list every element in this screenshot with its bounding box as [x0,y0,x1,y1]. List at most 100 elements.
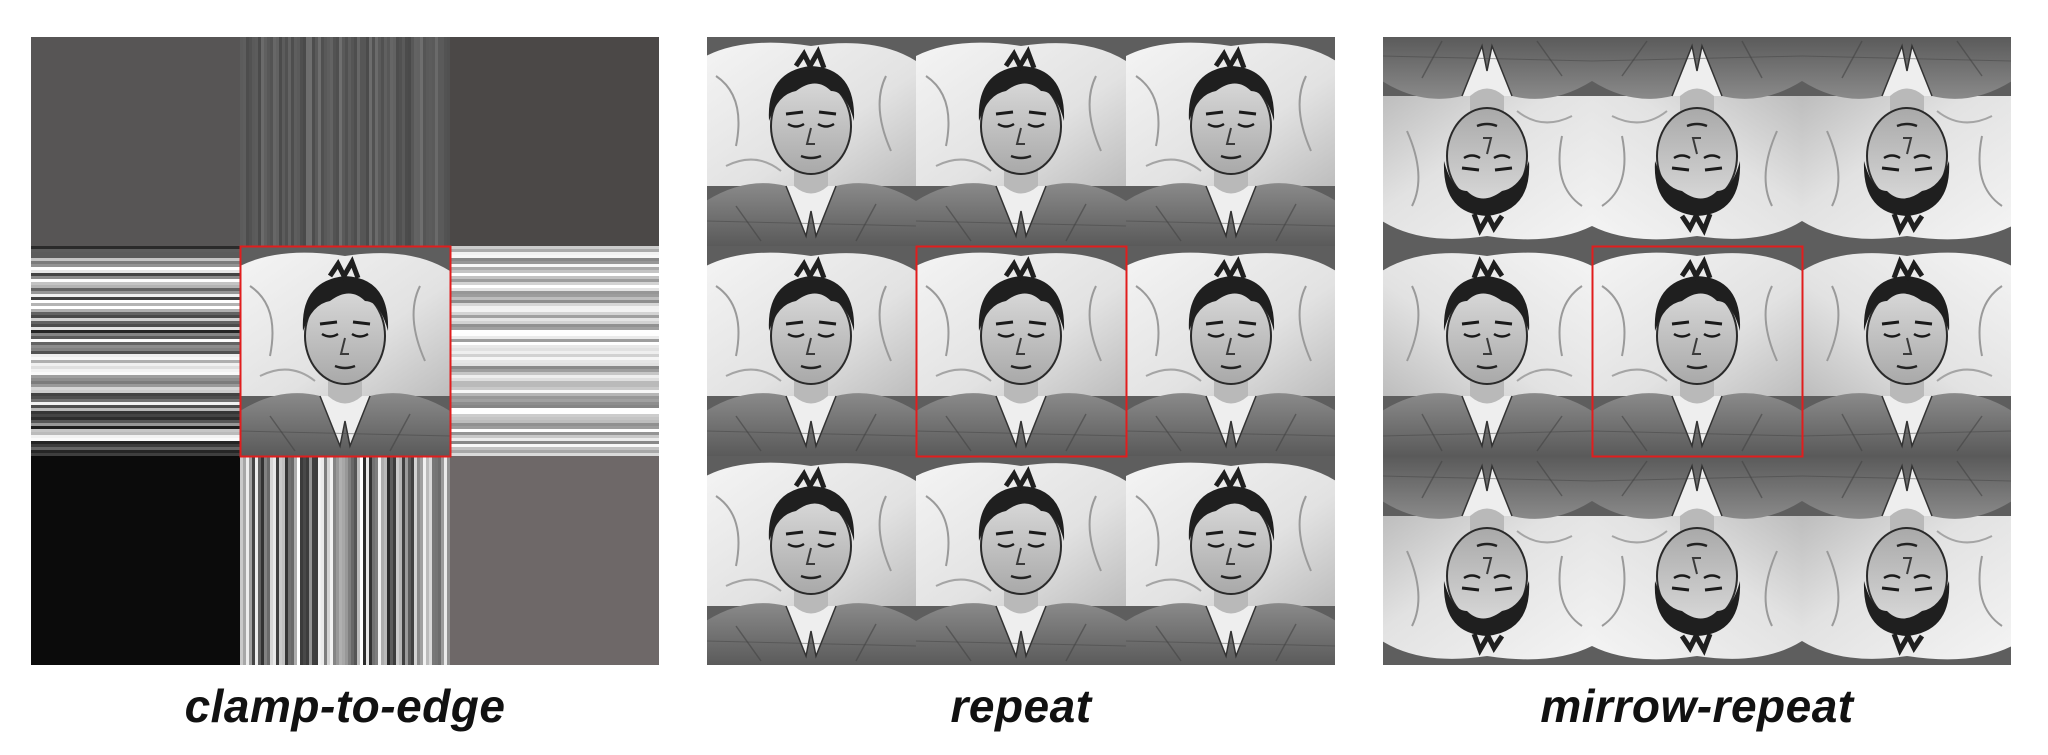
clamp-corner-top-right [450,37,659,246]
mirror-tile [1383,456,1592,665]
edge-streak [243,456,246,665]
edge-streak [450,261,659,264]
edge-streak [31,360,240,363]
edge-streak [450,324,659,327]
repeat-tile [1126,37,1335,246]
edge-streak [31,414,240,417]
edge-streak [450,402,659,405]
edge-streak [390,456,393,665]
caption-mirror-repeat: mirrow-repeat [1540,680,1854,732]
edge-streak [31,351,240,354]
edge-streak [31,393,240,396]
edge-streak [450,330,659,333]
edge-streak [297,37,300,246]
mirror-tile [1802,246,2011,456]
edge-streak [285,37,288,246]
edge-streak [31,288,240,291]
edge-streak [450,420,659,423]
edge-streak [450,246,659,249]
edge-streak [378,37,381,246]
repeat-tile [1126,456,1335,665]
edge-streak [414,456,417,665]
edge-streak [246,456,249,665]
source-image-frame [239,245,452,458]
edge-streak [450,336,659,339]
edge-streak [420,37,423,246]
source-image [240,246,450,456]
edge-streak [429,456,432,665]
edge-streak [450,255,659,258]
edge-streak [450,312,659,315]
edge-streak [450,327,659,330]
edge-streak [438,37,441,246]
edge-streak [31,369,240,372]
edge-streak [450,393,659,396]
edge-streak [333,37,336,246]
edge-streak [393,456,396,665]
edge-streak [315,37,318,246]
edge-streak [31,432,240,435]
edge-streak [324,37,327,246]
edge-streak [450,267,659,270]
edge-streak [345,37,348,246]
edge-streak [31,423,240,426]
source-image-frame [915,245,1128,458]
edge-streak [315,456,318,665]
edge-streak [396,37,399,246]
edge-streak [348,456,351,665]
edge-streak [300,456,303,665]
edge-streak [31,408,240,411]
edge-streak [444,456,447,665]
edge-streak [405,37,408,246]
edge-streak [31,273,240,276]
edge-streak [450,426,659,429]
edge-streak [369,456,372,665]
edge-streak [438,456,441,665]
edge-streak [31,300,240,303]
edge-streak [300,37,303,246]
edge-streak [330,456,333,665]
edge-streak [450,378,659,381]
edge-streak [450,258,659,261]
mirror-tile-grid [1383,37,2011,665]
edge-streak [339,37,342,246]
edge-streak [31,303,240,306]
edge-streak [31,444,240,447]
edge-streak [31,285,240,288]
edge-streak [414,37,417,246]
edge-streak [435,456,438,665]
edge-streak [294,37,297,246]
edge-streak [303,456,306,665]
edge-streak [31,255,240,258]
edge-streak [357,37,360,246]
edge-streak [240,456,243,665]
edge-streak [291,456,294,665]
edge-streak [297,456,300,665]
edge-streak [31,315,240,318]
edge-streak [423,456,426,665]
edge-streak [321,37,324,246]
edge-streak [363,456,366,665]
edge-streak [450,318,659,321]
edge-streak [240,37,243,246]
edge-streak [31,297,240,300]
edge-streak [402,37,405,246]
edge-streak [354,37,357,246]
edge-streak [31,384,240,387]
edge-streak [31,411,240,414]
edge-streak [279,37,282,246]
edge-streak [396,456,399,665]
edge-streak [450,264,659,267]
edge-streak [31,291,240,294]
edge-streak [450,345,659,348]
edge-streak [447,456,450,665]
edge-streak [31,450,240,453]
edge-streak [31,348,240,351]
edge-streak [450,279,659,282]
edge-streak [450,438,659,441]
edge-streak [450,417,659,420]
edge-streak [31,417,240,420]
edge-streak [294,456,297,665]
edge-streak [450,282,659,285]
edge-streak [372,37,375,246]
